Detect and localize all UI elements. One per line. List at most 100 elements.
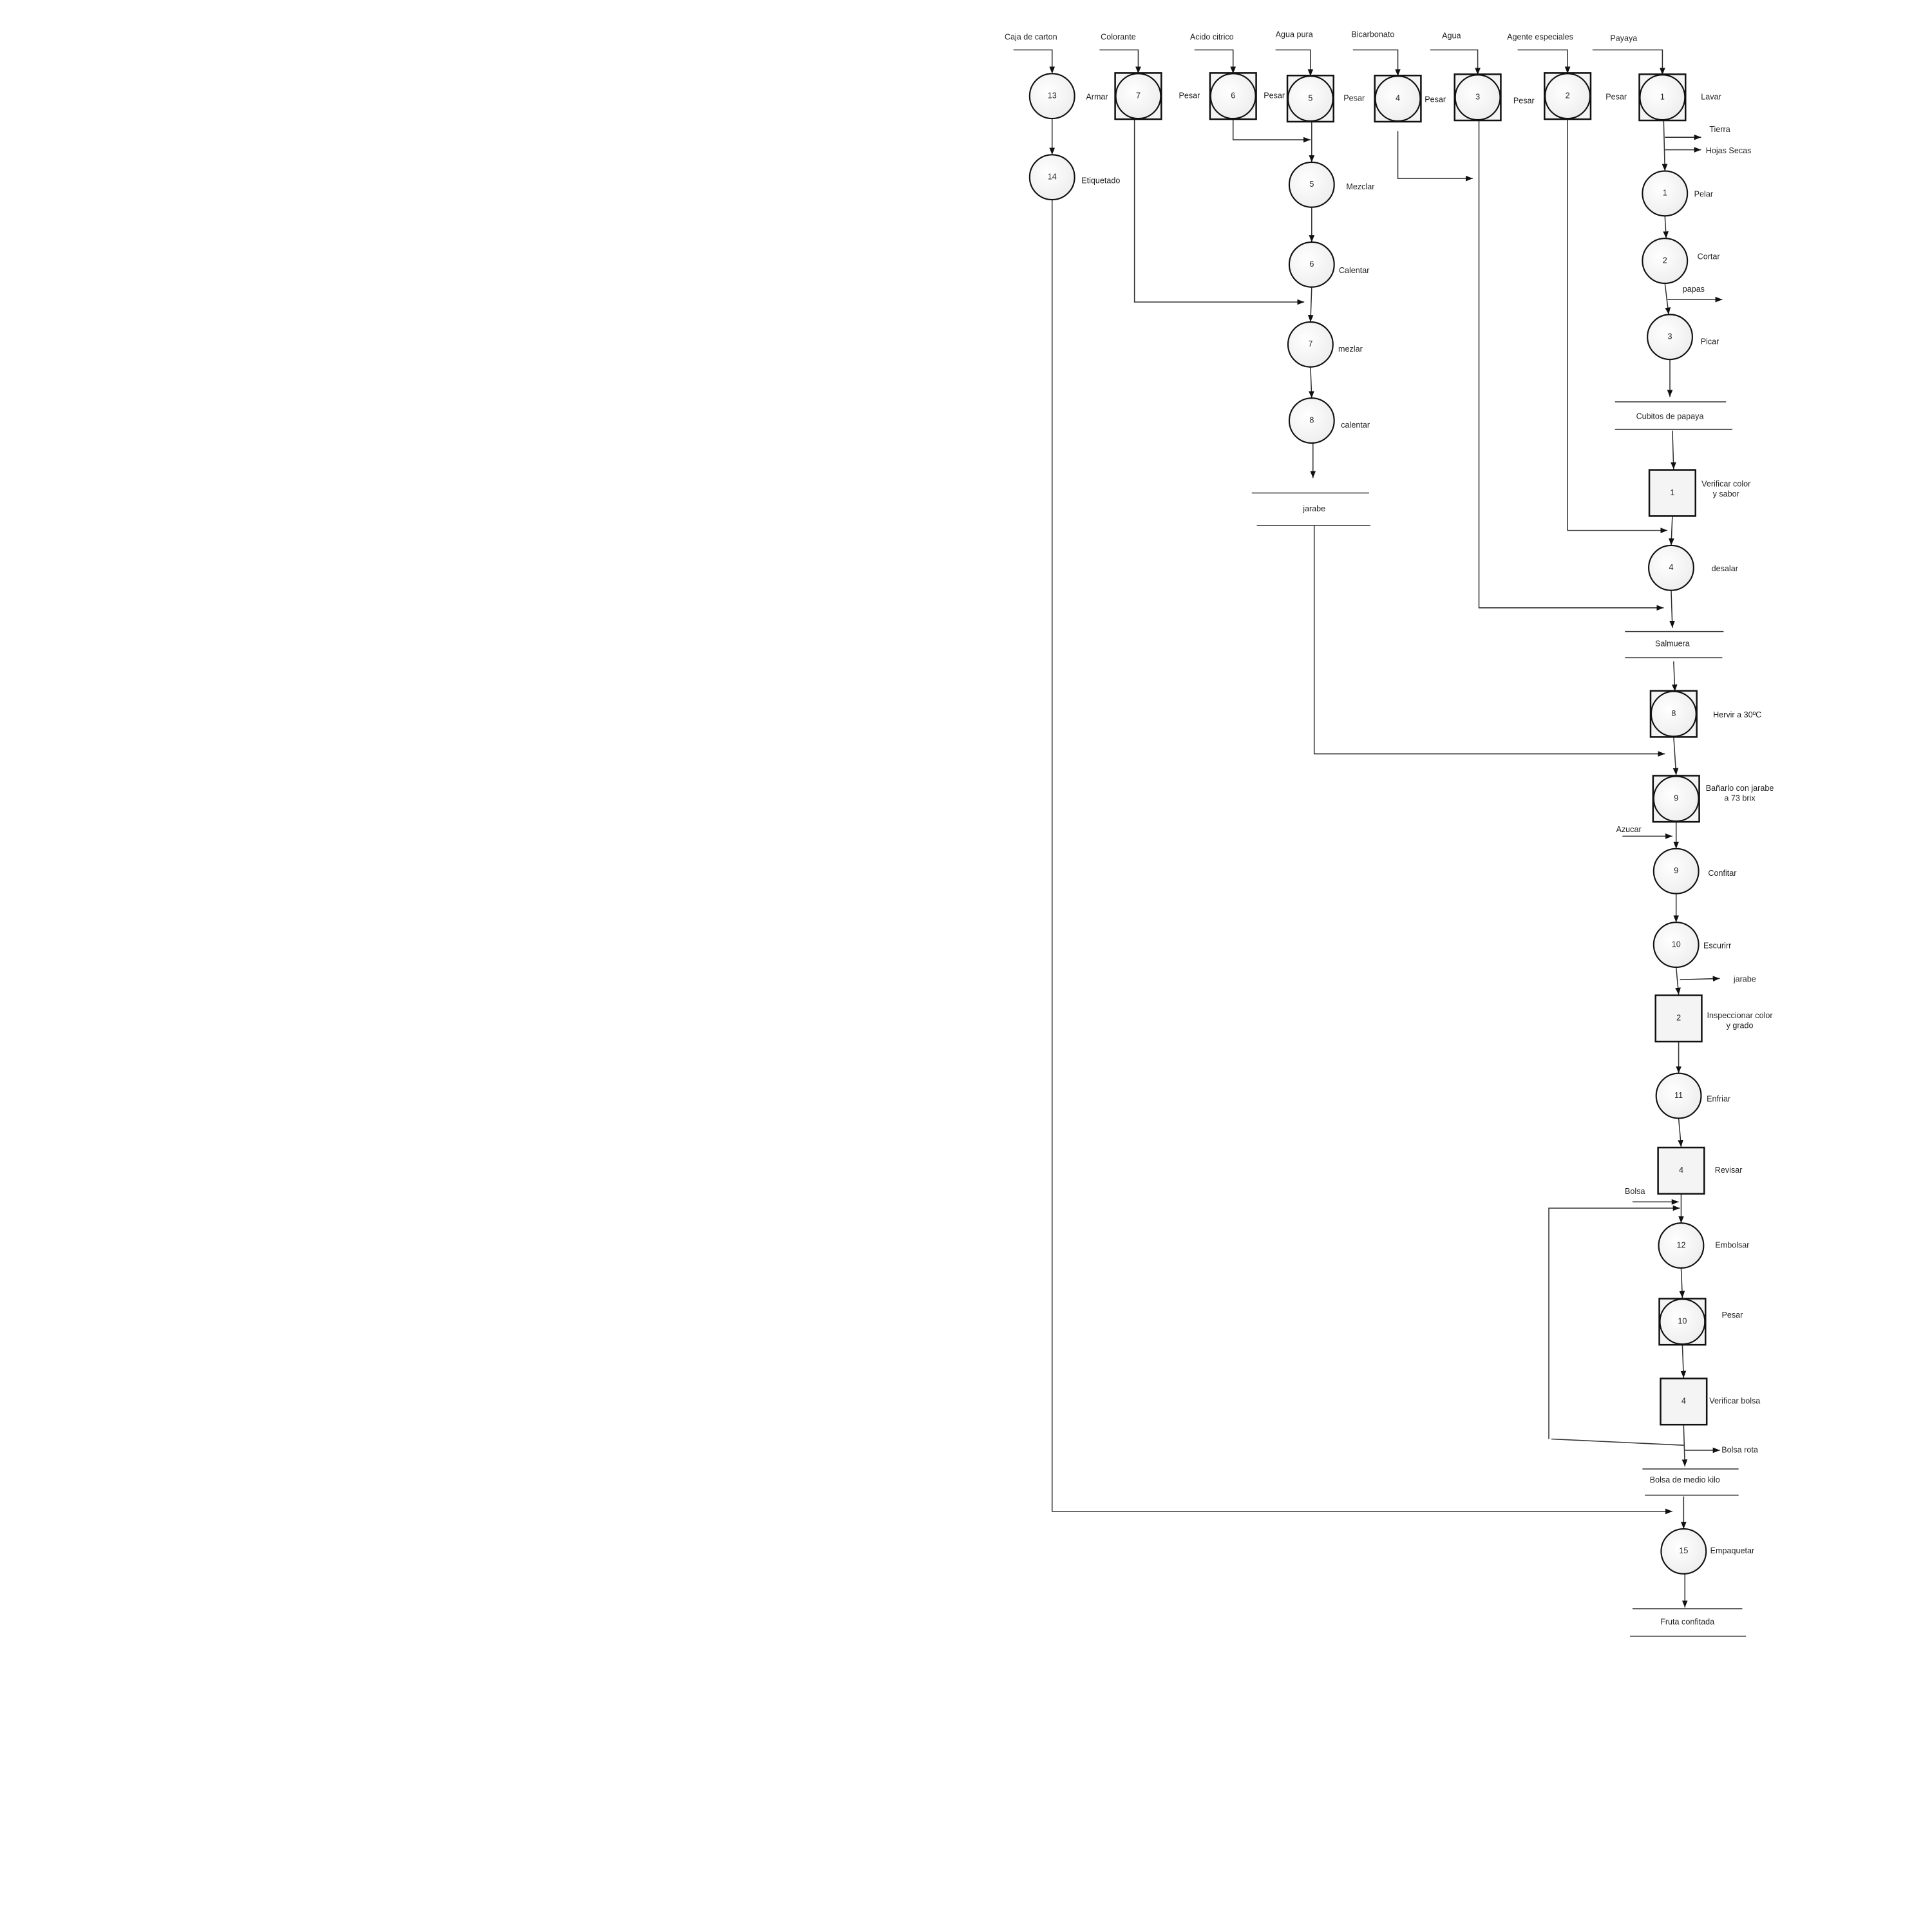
- operation-node: [1648, 544, 1694, 591]
- flow-line: [1309, 366, 1314, 399]
- node-label: Confitar: [1708, 869, 1736, 878]
- node-label-line2: y grado: [1727, 1021, 1754, 1030]
- node-label: Bañarlo con jarabe: [1706, 784, 1774, 793]
- node-label: Picar: [1701, 337, 1719, 346]
- combined-operation-node: [1652, 775, 1700, 823]
- node-label: Verificar color: [1701, 479, 1750, 488]
- flow-line: [1680, 1345, 1687, 1378]
- input-label: Bicarbonato: [1351, 30, 1394, 39]
- node-label: Pesar: [1513, 96, 1535, 105]
- node-number: 4: [1669, 563, 1673, 572]
- flow-line: [1675, 967, 1681, 995]
- operation-node: [1287, 321, 1334, 368]
- input-label: Caja de carton: [1005, 32, 1057, 41]
- operation-node: [1028, 73, 1075, 120]
- output-arrow: [1680, 976, 1720, 982]
- input-label: Agua pura: [1276, 30, 1313, 39]
- node-number: 12: [1676, 1240, 1685, 1249]
- input-label: Agua: [1442, 32, 1461, 41]
- input-label: Acido citrico: [1190, 32, 1234, 41]
- node-number: 1: [1670, 488, 1674, 497]
- node-label: Empaquetar: [1710, 1546, 1755, 1555]
- circle-shape: [1650, 690, 1697, 737]
- node-number: 4: [1681, 1397, 1686, 1406]
- node-label: Cortar: [1698, 252, 1720, 261]
- circle-shape: [1454, 74, 1501, 121]
- flow-line: [1663, 216, 1669, 239]
- input-label: Payaya: [1610, 33, 1637, 43]
- node-number: 7: [1136, 91, 1141, 100]
- input-arrow: [1013, 49, 1056, 74]
- operation-node: [1653, 922, 1700, 969]
- square-shape: [1660, 1378, 1708, 1426]
- circle-shape: [1659, 1298, 1706, 1345]
- inspection-node: [1657, 1146, 1705, 1195]
- node-number: 2: [1663, 256, 1667, 265]
- circle-shape: [1642, 170, 1689, 217]
- circle-shape: [1028, 73, 1075, 120]
- flow-line: [1669, 590, 1675, 628]
- node-label: Revisar: [1715, 1166, 1743, 1175]
- node-label: Etiquetado: [1081, 176, 1120, 185]
- circle-shape: [1639, 74, 1686, 121]
- flow-line: [1232, 120, 1311, 143]
- circle-shape: [1287, 75, 1334, 122]
- node-shapes: [1028, 72, 1708, 1575]
- circle-shape: [1115, 73, 1162, 120]
- circle-shape: [1653, 775, 1700, 822]
- node-number: 10: [1678, 1317, 1687, 1326]
- storage-label: Fruta confitada: [1660, 1618, 1714, 1627]
- node-label: Enfriar: [1707, 1095, 1730, 1104]
- input-arrow: [1275, 49, 1314, 77]
- node-label: Pesar: [1343, 93, 1365, 102]
- inspection-node: [1654, 994, 1703, 1043]
- node-label: Pesar: [1179, 91, 1200, 100]
- operation-node: [1642, 238, 1689, 284]
- node-number: 9: [1674, 866, 1678, 875]
- node-label: Pesar: [1605, 92, 1627, 101]
- node-number: 2: [1676, 1014, 1681, 1023]
- input-label: Agente especiales: [1507, 32, 1573, 41]
- operation-node: [1647, 314, 1693, 361]
- operation-node: [1288, 161, 1335, 208]
- combined-operation-node: [1649, 690, 1698, 738]
- circle-shape: [1642, 238, 1689, 284]
- combined-operation-node: [1209, 72, 1257, 120]
- node-number: 4: [1396, 93, 1400, 102]
- node-number: 5: [1309, 180, 1314, 189]
- operation-node: [1288, 241, 1335, 288]
- combined-operation-node: [1638, 73, 1687, 122]
- reject-loop-arrow: [1548, 1205, 1680, 1439]
- node-label: Pesar: [1425, 95, 1446, 104]
- inspection-node: [1660, 1378, 1708, 1426]
- node-label: Pesar: [1264, 91, 1285, 100]
- input-arrow: [1099, 49, 1141, 74]
- node-number: 6: [1231, 91, 1235, 100]
- combined-operation-node: [1454, 73, 1502, 122]
- circle-shape: [1660, 1528, 1707, 1575]
- flow-line: [1671, 430, 1676, 469]
- input-label: Colorante: [1101, 32, 1136, 41]
- operation-node: [1655, 1072, 1702, 1119]
- node-number: 13: [1048, 91, 1057, 100]
- flow-line: [1681, 1425, 1688, 1467]
- circle-shape: [1028, 154, 1075, 201]
- node-label: Pesar: [1721, 1311, 1743, 1320]
- circle-shape: [1209, 73, 1256, 120]
- input-label: Bolsa: [1625, 1187, 1645, 1196]
- circle-shape: [1544, 73, 1591, 120]
- node-label: calentar: [1341, 421, 1370, 430]
- flow-line: [1478, 120, 1664, 611]
- node-label: Mezclar: [1346, 182, 1374, 191]
- operation-node: [1658, 1222, 1705, 1269]
- node-label: desalar: [1712, 564, 1738, 573]
- node-label-line2: y sabor: [1713, 489, 1739, 498]
- operation-node: [1028, 154, 1075, 201]
- node-label: mezlar: [1338, 345, 1363, 354]
- circle-shape: [1288, 161, 1335, 208]
- flow-line: [1133, 120, 1305, 305]
- storage-label: Cubitos de papaya: [1636, 412, 1704, 421]
- node-label: Escurirr: [1703, 941, 1731, 950]
